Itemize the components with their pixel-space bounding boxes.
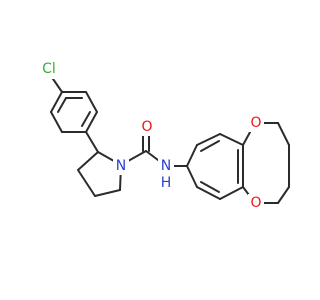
h-amide-mask — [158, 174, 174, 192]
bond-pyr-c — [94, 189, 121, 197]
bond-ring1-double-3 — [57, 97, 67, 113]
amide-hydrogen-label: H — [161, 175, 172, 191]
bond-diox-c — [277, 122, 290, 146]
benzodioxane-aryl-ring — [186, 133, 244, 200]
o-carbonyl-mask — [140, 118, 154, 136]
bond-ar-g — [186, 165, 198, 188]
bond-ring1-double-2 — [81, 111, 91, 127]
bond-ar-e — [219, 186, 244, 200]
bond-pyr-b — [77, 169, 96, 197]
o-dioxane-bottom-mask — [248, 194, 264, 212]
bond-ar-a — [186, 144, 198, 167]
cl-label-mask — [38, 59, 60, 79]
bond-ar-f — [196, 186, 221, 200]
n-amide-mask — [158, 157, 174, 175]
atom-labels: Cl O N N H O O — [38, 59, 264, 212]
chlorophenyl-ring — [50, 75, 98, 133]
bond-aryl-pyrrolidine — [85, 131, 99, 153]
bond-ar-double-1 — [200, 140, 220, 152]
bond-ring1-f — [50, 91, 63, 113]
bond-pyr-a — [77, 151, 99, 171]
dioxane-ring — [242, 122, 290, 204]
dioxane-bottom-oxygen-label: O — [250, 195, 261, 211]
bond-diox-e — [277, 186, 290, 204]
molecule-canvas: Cl O N N H O O — [38, 59, 290, 212]
bond-ring1-e — [50, 111, 63, 133]
pyrrolidine-nitrogen-label: N — [116, 158, 126, 174]
n-pyrrolidine-mask — [113, 157, 129, 175]
chlorine-atom-label: Cl — [42, 61, 56, 77]
bond-ar-b — [196, 133, 221, 146]
bond-ring1-b — [85, 91, 98, 113]
bond-ring1-c — [85, 111, 98, 133]
molecule-structure: Cl O N N H O O — [38, 59, 290, 212]
bond-ar-double-3 — [200, 181, 220, 193]
bond-ar-c — [219, 133, 244, 146]
o-dioxane-top-mask — [248, 114, 264, 132]
dioxane-top-oxygen-label: O — [250, 115, 261, 131]
amide-nitrogen-label: N — [161, 158, 171, 174]
carbonyl-oxygen-label: O — [141, 119, 152, 135]
